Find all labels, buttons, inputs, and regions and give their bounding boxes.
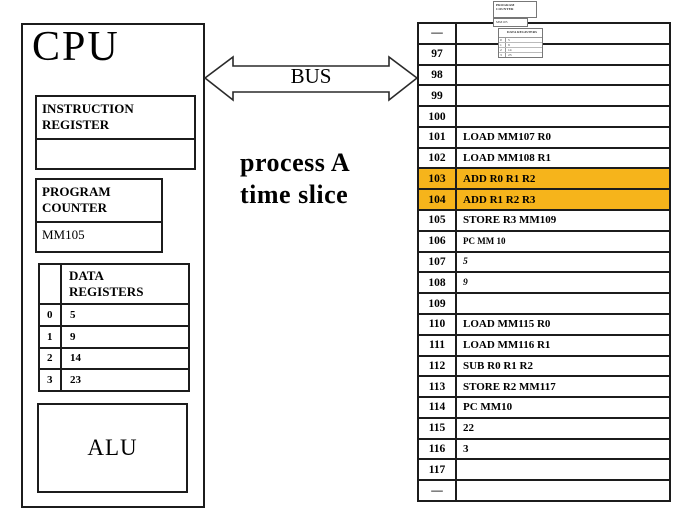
memory-table: — 97 98 99 100 101 LOAD MM107 R0 102 LOA… (417, 22, 671, 502)
memory-row-114: 114 PC MM10 (419, 398, 669, 419)
process-annotation-line1: process A (240, 148, 351, 177)
memory-row-top-ellipsis: — (419, 24, 669, 45)
memory-row-113: 113 STORE R2 MM117 (419, 377, 669, 399)
memory-row-101: 101 LOAD MM107 R0 (419, 127, 669, 149)
memory-row-115: 115 22 (419, 418, 669, 440)
memory-row-117: 117 (419, 460, 669, 482)
memory-row-104-highlighted: 104 ADD R1 R2 R3 (419, 190, 669, 212)
cpu-title: CPU (32, 24, 120, 70)
alu-label: ALU (87, 435, 138, 460)
memory-row-102: 102 LOAD MM108 R1 (419, 148, 669, 170)
memory-row-116: 116 3 (419, 439, 669, 461)
memory-row-99: 99 (419, 86, 669, 108)
process-annotation-line2: time slice (240, 180, 349, 209)
mini-program-counter-box: PROGRAM COUNTER (493, 1, 537, 18)
data-register-row: 1 9 (40, 326, 188, 349)
program-counter-value: MM105 (42, 227, 85, 242)
memory-row-106: 106 PC MM 10 (419, 231, 669, 253)
memory-row-110: 110 LOAD MM115 R0 (419, 314, 669, 336)
data-register-row: 3 23 (40, 370, 188, 390)
memory-row-112: 112 SUB R0 R1 R2 (419, 356, 669, 378)
memory-row-109: 109 (419, 294, 669, 315)
data-registers-label: DATA REGISTERS (69, 268, 144, 299)
memory-row-103-highlighted: 103 ADD R0 R1 R2 (419, 169, 669, 191)
memory-row-97: 97 (419, 44, 669, 66)
program-counter-box: PROGRAM COUNTER MM105 (35, 178, 163, 253)
data-register-row: 2 14 (40, 348, 188, 371)
memory-row-98: 98 (419, 65, 669, 87)
data-registers-header: DATA REGISTERS (40, 265, 188, 305)
process-annotation: process A time slice (240, 147, 350, 211)
mini-program-counter-value: MM105 (493, 18, 528, 27)
program-counter-label: PROGRAM COUNTER (37, 180, 161, 223)
instruction-register-box: INSTRUCTION REGISTER (35, 95, 196, 170)
data-register-row: 0 5 (40, 305, 188, 327)
memory-row-bottom-ellipsis: — (419, 481, 669, 500)
memory-row-105: 105 STORE R3 MM109 (419, 211, 669, 232)
data-registers-table: DATA REGISTERS 0 5 1 9 2 14 3 23 (38, 263, 190, 392)
cpu-box: CPU INSTRUCTION REGISTER PROGRAM COUNTER… (21, 23, 205, 508)
memory-row-108: 108 9 (419, 273, 669, 295)
instruction-register-value (37, 140, 194, 168)
bus-label: BUS (290, 64, 332, 88)
alu-box: ALU (37, 403, 188, 493)
mini-data-registers-table: DATA REGISTERS 0 5 1 9 2 14 3 23 (498, 28, 543, 58)
memory-row-100: 100 (419, 107, 669, 128)
instruction-register-label: INSTRUCTION REGISTER (37, 97, 194, 140)
memory-row-107: 107 5 (419, 252, 669, 274)
memory-row-111: 111 LOAD MM116 R1 (419, 335, 669, 357)
